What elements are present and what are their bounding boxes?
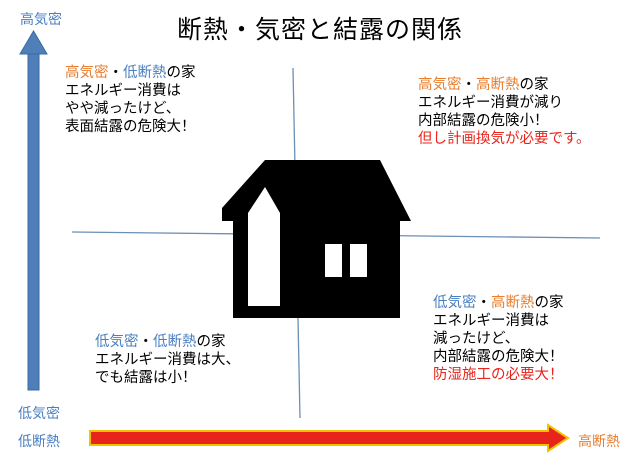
quadrant-top-left: 高気密・低断熱の家 エネルギー消費は やや減ったけど、 表面結露の危険大！ — [65, 64, 196, 136]
quadrant-bottom-left: 低気密・低断熱の家 エネルギー消費は大、 でも結露は小！ — [95, 333, 240, 387]
quadrant-note: 但し計画換気が必要です。 — [418, 131, 591, 147]
quadrant-line: 内部結露の危険大！ — [433, 349, 564, 365]
quadrant-line: でも結露は小！ — [95, 370, 197, 386]
quadrant-heading: 低気密・高断熱の家 — [433, 295, 564, 311]
x-axis-right-label: 高断熱 — [578, 434, 620, 450]
x-axis-left-label: 低断熱 — [18, 434, 60, 450]
y-axis-top-label: 高気密 — [20, 12, 62, 28]
quadrant-line: 表面結露の危険大！ — [65, 119, 196, 135]
house-icon — [222, 160, 411, 318]
quadrant-line: 内部結露の危険小！ — [418, 113, 549, 129]
quadrant-bottom-right: 低気密・高断熱の家 エネルギー消費は 減ったけど、 内部結露の危険大！ 防湿施工… — [433, 294, 564, 384]
quadrant-note: 防湿施工の必要大！ — [433, 367, 564, 383]
quadrant-line: エネルギー消費は — [433, 313, 549, 329]
quadrant-line: エネルギー消費は — [65, 83, 181, 99]
quadrant-top-right: 高気密・高断熱の家 エネルギー消費が減り 内部結露の危険小！ 但し計画換気が必要… — [418, 76, 591, 148]
y-axis-bottom-label: 低気密 — [18, 406, 60, 422]
quadrant-heading: 低気密・低断熱の家 — [95, 334, 226, 350]
quadrant-line: エネルギー消費が減り — [418, 95, 563, 111]
quadrant-heading: 高気密・高断熱の家 — [418, 77, 549, 93]
quadrant-line: エネルギー消費は大、 — [95, 352, 240, 368]
quadrant-line: やや減ったけど、 — [65, 101, 181, 117]
quadrant-line: 減ったけど、 — [433, 331, 520, 347]
quadrant-heading: 高気密・低断熱の家 — [65, 65, 196, 81]
up-arrow-icon — [19, 30, 48, 391]
page-title: 断熱・気密と結露の関係 — [176, 15, 463, 44]
right-arrow-icon — [89, 423, 570, 453]
